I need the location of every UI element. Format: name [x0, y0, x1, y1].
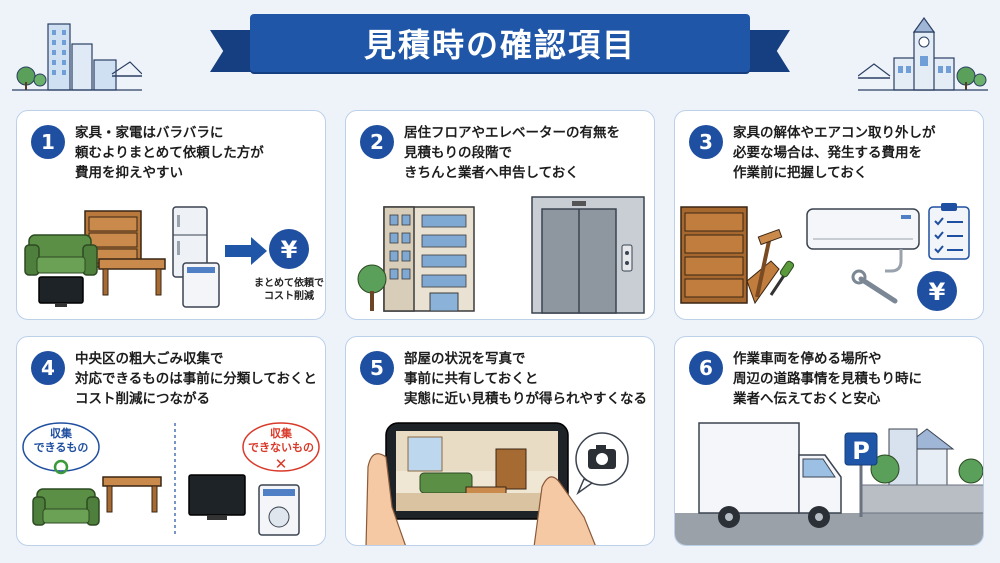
disassembly-aircon-illustration: ¥ [680, 203, 970, 311]
screwdriver-icon [769, 260, 795, 296]
card-description: 家具の解体やエアコン取り外しが 必要な場合は、発生する費用を 作業前に把握してお… [733, 125, 936, 181]
washing-machine-icon [182, 262, 220, 308]
card-number-badge: 3 [689, 125, 723, 159]
parking-sign-icon [844, 432, 878, 517]
ng-cross-icon: ✕ [274, 455, 288, 473]
tree-icon [357, 264, 387, 311]
washing-machine-icon [258, 484, 300, 536]
card-description: 作業車両を停める場所や 周辺の道路事情を見積もり時に 業者へ伝えておくと安心 [733, 351, 922, 407]
card-number-badge: 1 [31, 125, 65, 159]
tree-icon [870, 454, 900, 484]
arrow-right-icon [225, 237, 267, 265]
collectable-label: 収集 できるもの [33, 427, 89, 454]
elevator-icon [531, 196, 645, 314]
left-hand-icon [365, 453, 406, 545]
card-5: 5 部屋の状況を写真で 事前に共有しておくと 実態に近い見積もりが得られやすくな… [345, 336, 655, 546]
city-skyline-illustration [12, 23, 142, 91]
yen-icon [917, 271, 957, 311]
card-1: 1 家具・家電はバラバラに 頼むよりまとめて依頼した方が 費用を抑えやすい [16, 110, 326, 320]
card-3: 3 家具の解体やエアコン取り外しが 必要な場合は、発生する費用を 作業前に把握し… [674, 110, 984, 320]
air-conditioner-icon [806, 208, 920, 273]
truck-icon [698, 422, 842, 528]
table-icon [102, 476, 162, 513]
card-description: 中央区の粗大ごみ収集で 対応できるものは事前に分類しておくと コスト削減につなが… [75, 351, 317, 407]
card-description: 家具・家電はバラバラに 頼むよりまとめて依頼した方が 費用を抑えやすい [75, 125, 264, 181]
page-title: 見積時の確認項目 [250, 14, 750, 72]
card-2: 2 居住フロアやエレベーターの有無を 見積もりの段階で きちんと業者へ申告してお… [345, 110, 655, 320]
card-number-badge: 6 [689, 351, 723, 385]
table-icon [98, 258, 166, 296]
clipboard-checklist-icon [928, 203, 970, 260]
collectable-speech-bubble [22, 422, 100, 472]
yen-icon [269, 229, 309, 269]
card-description: 部屋の状況を写真で 事前に共有しておくと 実態に近い見積もりが得られやすくなる [404, 351, 647, 407]
card-number-badge: 5 [360, 351, 394, 385]
wrench-icon [851, 269, 898, 304]
sofa-icon [32, 488, 100, 526]
yen-symbol: ¥ [281, 236, 298, 264]
house-icon [888, 428, 955, 488]
tv-icon [38, 276, 84, 307]
right-hand-icon [533, 476, 596, 545]
sorting-bulky-waste-illustration [22, 422, 320, 536]
building-elevator-illustration [357, 196, 645, 314]
disassembled-dresser-icon [680, 206, 780, 305]
card-4: 4 中央区の粗大ごみ収集で 対応できるものは事前に分類しておくと コスト削減につ… [16, 336, 326, 546]
ok-circle-icon [53, 459, 69, 475]
tv-icon [188, 474, 246, 520]
stone-wall [860, 484, 983, 514]
card-number-badge: 4 [31, 351, 65, 385]
non-collectable-label: 収集 できないもの [248, 427, 314, 454]
title-ribbon: 見積時の確認項目 [210, 14, 790, 80]
apartment-building-icon [383, 206, 475, 312]
card-description: 居住フロアやエレベーターの有無を 見積もりの段階で きちんと業者へ申告しておく [404, 125, 620, 181]
smartphone-photo-illustration [365, 422, 629, 545]
camera-icon [575, 432, 629, 496]
parking-sign-letter: P [852, 437, 870, 465]
card-6: 6 作業車両を停める場所や 周辺の道路事情を見積もり時に 業者へ伝えておくと安心 [674, 336, 984, 546]
truck-parking-illustration: P [675, 422, 983, 545]
city-skyline-illustration [858, 16, 988, 91]
yen-symbol: ¥ [929, 278, 946, 306]
card-number-badge: 2 [360, 125, 394, 159]
tree-icon [958, 458, 983, 484]
cost-reduction-caption: まとめて依頼で コスト削減 [254, 278, 324, 302]
furniture-appliances-illustration: ¥ [24, 206, 309, 308]
hammer-icon [755, 228, 783, 298]
non-collectable-speech-bubble [242, 422, 320, 472]
sofa-icon [24, 234, 98, 276]
smartphone-icon [385, 422, 569, 520]
